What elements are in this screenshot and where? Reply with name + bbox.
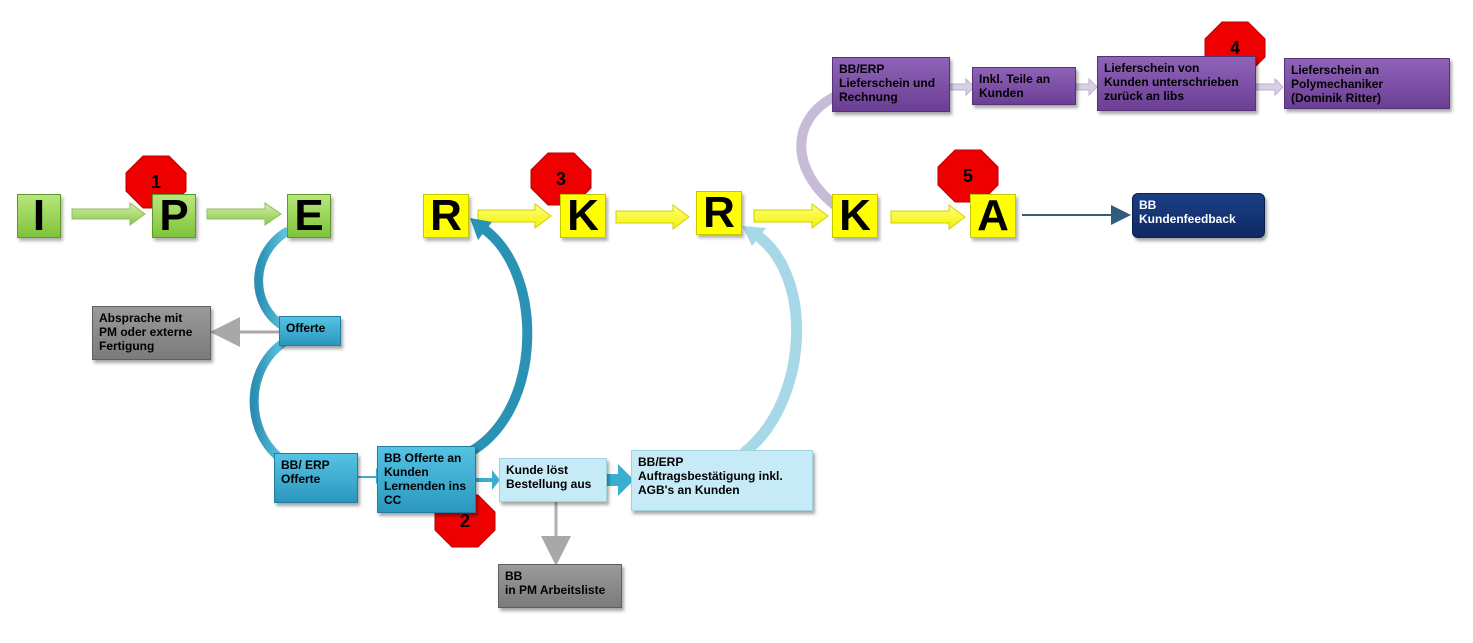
letter-k-2: K bbox=[839, 191, 871, 240]
arrow-bestellung-to-auftrag bbox=[607, 464, 634, 496]
curve-e-to-offerte bbox=[254, 227, 291, 331]
letter-box-p: P bbox=[152, 191, 196, 240]
curve-offerte-kunden-to-r bbox=[465, 220, 533, 457]
badge-3-number: 3 bbox=[555, 168, 566, 189]
arrow-k-to-a bbox=[890, 204, 966, 230]
arrow-k-to-r bbox=[615, 204, 690, 230]
box-lieferschein-rechnung: BB/ERP Lieferschein und Rechnung bbox=[832, 57, 950, 112]
letter-box-a: A bbox=[970, 191, 1016, 240]
badge-4: 4 bbox=[1207, 20, 1263, 76]
arrow-lieferschein-to-teile bbox=[949, 77, 975, 97]
letter-box-k-1: K bbox=[560, 191, 606, 240]
box-offerte: Offerte bbox=[279, 316, 341, 346]
box-bb-erp-offerte: BB/ ERP Offerte bbox=[274, 453, 358, 503]
letter-k-1: K bbox=[567, 191, 599, 240]
badge-5: 5 bbox=[940, 148, 996, 204]
badge-2: 2 bbox=[437, 493, 493, 549]
letter-r-2: R bbox=[703, 188, 735, 237]
arrow-unterschrieben-to-polymechaniker bbox=[1255, 77, 1284, 97]
letter-box-r-1: R bbox=[423, 191, 469, 240]
arrow-i-to-p bbox=[71, 202, 146, 226]
badge-5-number: 5 bbox=[962, 165, 973, 186]
arrow-offerte-kunden-to-bestellung bbox=[476, 470, 500, 490]
letter-box-e: E bbox=[287, 191, 331, 240]
badge-1-number: 1 bbox=[150, 171, 161, 192]
curve-offerte-kunden-to-r-head bbox=[470, 218, 492, 240]
box-absprache: Absprache mit PM oder externe Fertigung bbox=[92, 306, 211, 360]
box-kunde-bestellung: Kunde löst Bestellung aus bbox=[499, 458, 607, 502]
letter-box-i: I bbox=[17, 191, 61, 240]
badge-4-number: 4 bbox=[1229, 37, 1240, 58]
letter-p: P bbox=[159, 191, 189, 240]
letter-box-k-2: K bbox=[832, 191, 878, 240]
letter-i: I bbox=[32, 191, 46, 240]
arrow-r-to-k-2 bbox=[753, 203, 829, 229]
letter-a: A bbox=[977, 191, 1009, 240]
badge-2-number: 2 bbox=[459, 510, 470, 531]
box-inkl-teile: Inkl. Teile an Kunden bbox=[972, 67, 1076, 105]
curve-k-to-lieferschein bbox=[796, 92, 841, 211]
letter-r-1: R bbox=[430, 191, 462, 240]
box-bb-offerte-kunden: BB Offerte an Kunden Lernenden ins CC bbox=[377, 446, 476, 513]
badge-1: 1 bbox=[128, 154, 184, 210]
curve-offerte-to-bb-erp bbox=[249, 338, 288, 463]
box-lieferschein-unterschrieben: Lieferschein von Kunden unterschrieben z… bbox=[1097, 56, 1256, 111]
box-pm-arbeitsliste: BB in PM Arbeitsliste bbox=[498, 564, 622, 608]
arrow-p-to-e bbox=[206, 202, 282, 226]
box-auftragsbestaetigung: BB/ERP Auftragsbestätigung inkl. AGB's a… bbox=[631, 450, 813, 511]
arrow-teile-to-unterschrieben bbox=[1075, 77, 1098, 97]
curve-auftrag-to-r-head bbox=[742, 226, 766, 246]
letter-box-r-2: R bbox=[696, 188, 742, 237]
box-kundenfeedback: BB Kundenfeedback bbox=[1132, 193, 1265, 238]
badge-3: 3 bbox=[533, 151, 589, 207]
curve-auftrag-to-r bbox=[739, 226, 803, 458]
letter-e: E bbox=[294, 191, 324, 240]
box-lieferschein-polymechaniker: Lieferschein an Polymechaniker (Dominik … bbox=[1284, 58, 1450, 109]
